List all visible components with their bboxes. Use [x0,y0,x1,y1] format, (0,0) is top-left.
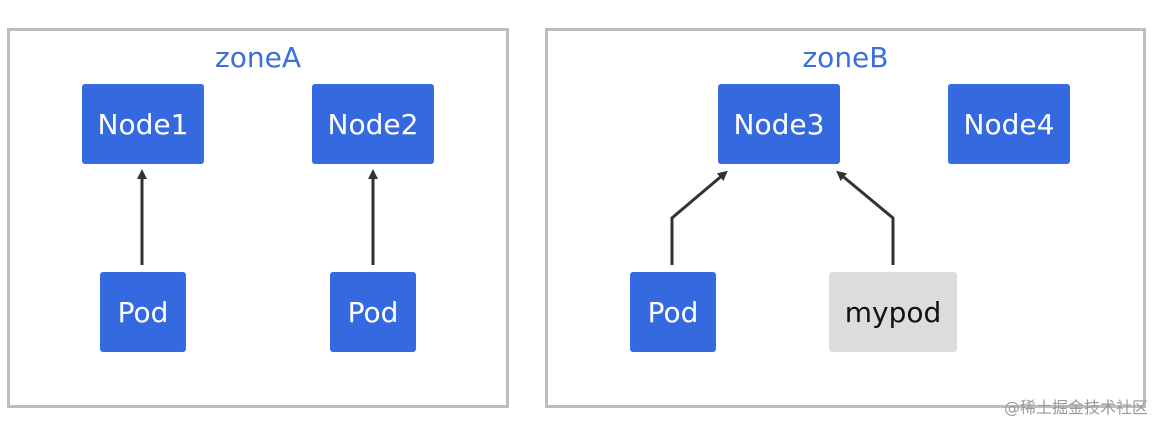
watermark-text: @稀土掘金技术社区 [1003,398,1148,417]
pod-zone-b-1: Pod [630,272,716,352]
node4-box: Node4 [948,84,1070,164]
zone-a-title: zoneA [215,41,301,74]
mypod-box: mypod [829,272,957,352]
pod-zone-a-1: Pod [100,272,186,352]
node2-box: Node2 [312,84,434,164]
zone-b-title: zoneB [802,41,889,74]
node3-box: Node3 [718,84,840,164]
node1-box: Node1 [82,84,204,164]
pod-zone-a-2: Pod [330,272,416,352]
